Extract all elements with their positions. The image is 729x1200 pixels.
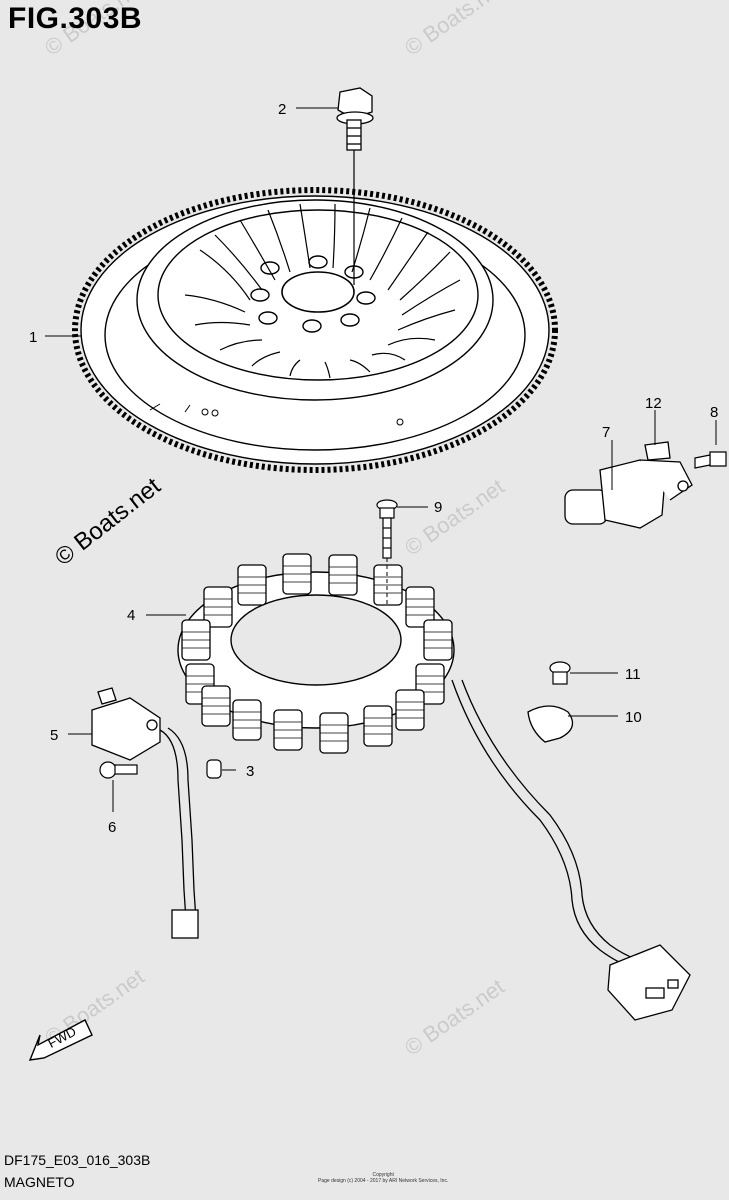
copyright-notice: Copyright Page design (c) 2004 - 2017 by… bbox=[318, 1172, 448, 1184]
copyright-line-1: Copyright bbox=[372, 1172, 394, 1178]
callout-8: 8 bbox=[710, 404, 718, 421]
callout-4: 4 bbox=[127, 607, 135, 624]
stator-bolt bbox=[376, 499, 398, 559]
harness-clamp bbox=[527, 705, 574, 743]
clamp-bolt bbox=[549, 661, 571, 685]
callout-10: 10 bbox=[625, 709, 642, 726]
callout-12: 12 bbox=[645, 395, 662, 412]
callout-6: 6 bbox=[108, 819, 116, 836]
stator-connector bbox=[607, 944, 691, 1021]
dowel-pin bbox=[206, 759, 222, 779]
figure-name: MAGNETO bbox=[4, 1174, 75, 1190]
fwd-arrow bbox=[28, 1019, 93, 1061]
figure-code: DF175_E03_016_303B bbox=[4, 1152, 151, 1168]
callout-7: 7 bbox=[602, 424, 610, 441]
crank-position-sensor bbox=[564, 441, 693, 529]
sensor-screw bbox=[694, 451, 727, 469]
pulser-screw bbox=[99, 761, 138, 779]
callout-2: 2 bbox=[278, 101, 286, 118]
callout-5: 5 bbox=[50, 727, 58, 744]
pulser-harness bbox=[159, 727, 199, 939]
callout-3: 3 bbox=[246, 763, 254, 780]
callout-11: 11 bbox=[625, 666, 641, 683]
flywheel bbox=[72, 187, 558, 473]
copyright-line-2: Page design (c) 2004 - 2017 by ARI Netwo… bbox=[318, 1178, 449, 1184]
leader-lines bbox=[45, 107, 717, 812]
stator-harness bbox=[451, 679, 647, 971]
callout-1: 1 bbox=[29, 329, 37, 346]
pulser-coil bbox=[91, 687, 161, 761]
stator bbox=[177, 553, 455, 754]
flywheel-bolt bbox=[336, 87, 374, 151]
figure-title: FIG.303B bbox=[8, 2, 143, 35]
callout-9: 9 bbox=[434, 499, 442, 516]
